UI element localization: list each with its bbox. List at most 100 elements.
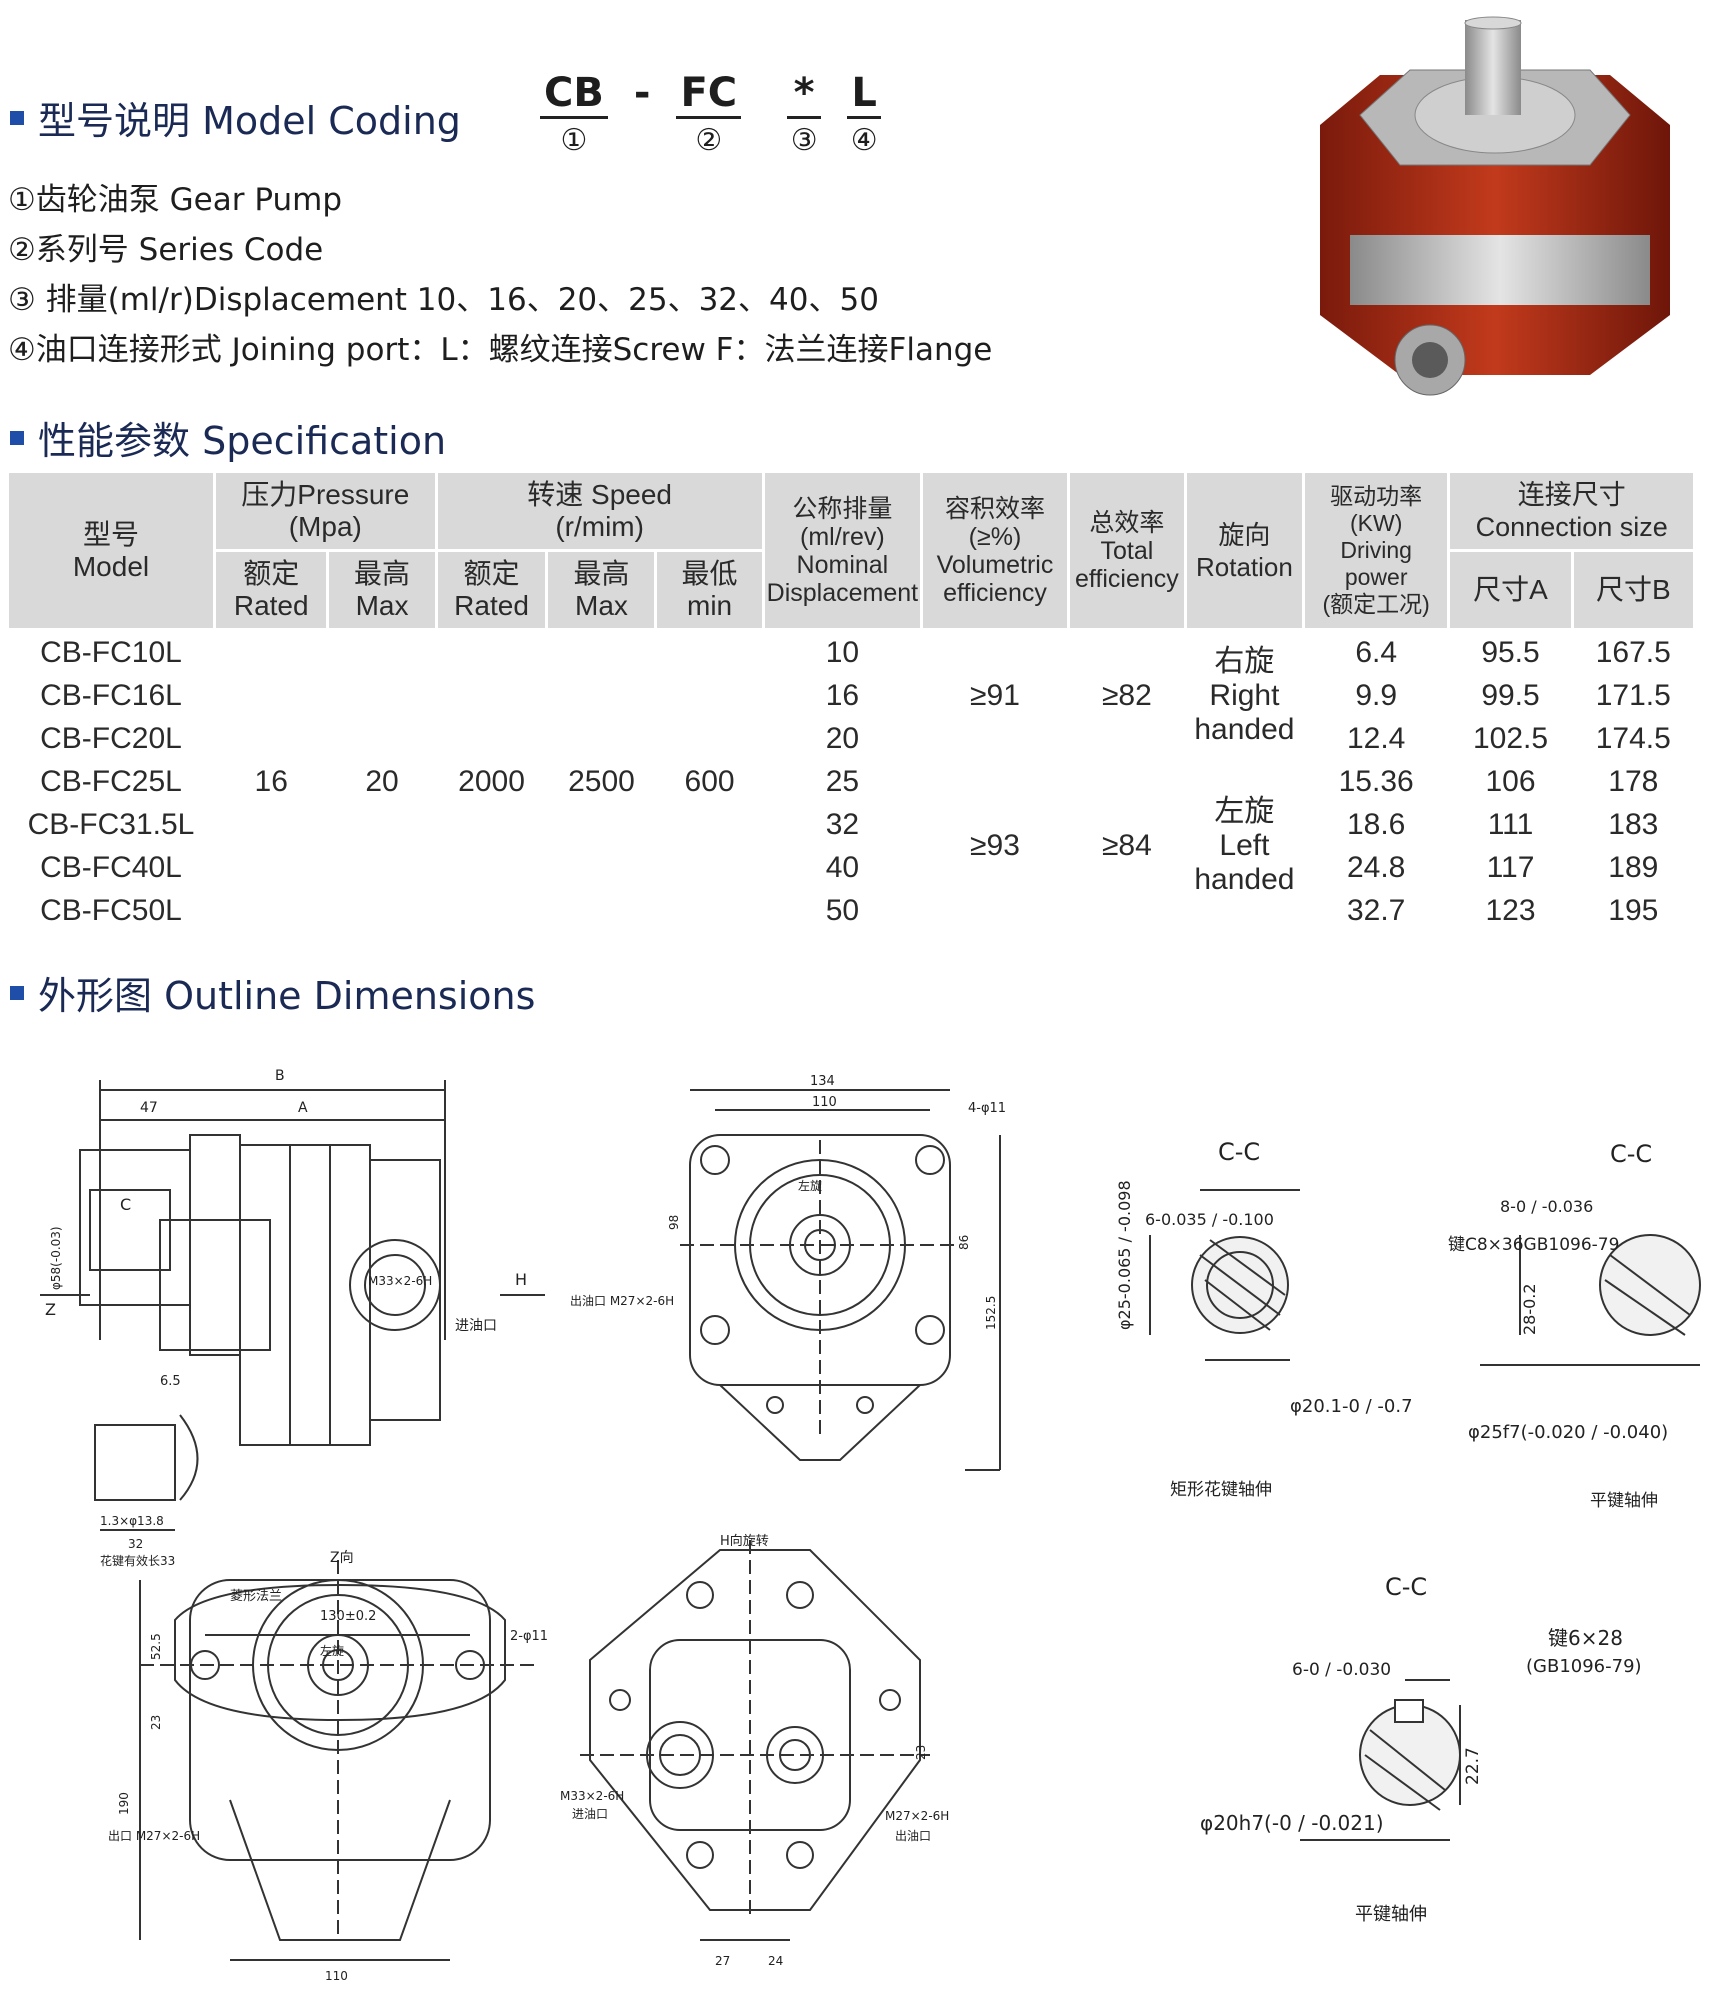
label-side-port: M33×2-6H	[368, 1274, 432, 1288]
cell-size-a: 117	[1486, 850, 1535, 884]
code-segment-num: ④	[850, 123, 878, 158]
cell-volumetric-large: ≥93	[970, 829, 1020, 862]
cell-size-a: 95.5	[1448, 629, 1573, 674]
label-cc1-od: φ25-0.065 / -0.098	[1115, 1180, 1134, 1330]
label-side-keylen: 花键有效长33	[100, 1553, 175, 1568]
table-row: CB-FC50L 50 32.7 123 195	[7, 889, 1695, 932]
label-f-525: 52.5	[149, 1633, 163, 1660]
table-row: CB-FC25L 25 ≥93 ≥84 左旋 Left handed 15.36…	[8, 760, 1695, 897]
label-cc2-dia: φ25f7(-0.020 / -0.040)	[1468, 1422, 1668, 1443]
outline-title: 外形图 Outline Dimensions	[10, 965, 535, 1020]
label-f-110: 110	[325, 1969, 348, 1983]
section-bullet-icon	[10, 985, 24, 1000]
cell-power: 12.4	[1303, 717, 1449, 760]
cell-size-a: 111	[1448, 803, 1573, 846]
cell-total-large: ≥84	[1101, 829, 1152, 862]
outline-drawings: B A 47 进油口 H Z M33×2-6H φ58(-0.03) 6.5 1…	[40, 1068, 1701, 1983]
coding-note: ②系列号 Series Code	[8, 232, 324, 268]
cell-rotation-right: 右旋 Right handed	[1185, 629, 1304, 760]
cell-speed-min: 600	[655, 629, 764, 932]
header-size-a: 尺寸A	[1447, 549, 1574, 631]
cell-model: CB-FC40L	[40, 850, 182, 884]
header-total: 总效率 Total efficiency	[1066, 470, 1187, 631]
label-b-inlet-port: M33×2-6H	[560, 1789, 624, 1803]
table-row: CB-FC40L 40 24.8 117 189	[8, 846, 1695, 889]
label-f-190: 190	[117, 1792, 131, 1815]
cell-power: 24.8	[1346, 850, 1406, 884]
header-connection: 连接尺寸 Connection size	[1447, 470, 1696, 552]
cell-model: CB-FC31.5L	[7, 803, 215, 846]
pump-band	[1350, 235, 1650, 305]
cell-displacement: 25	[825, 764, 860, 798]
cell-size-a: 99.5	[1481, 678, 1540, 712]
label-side-key: 1.3×φ13.8	[100, 1514, 164, 1528]
header-speed-rated: 额定 Rated	[434, 549, 549, 631]
cell-power: 18.6	[1303, 803, 1449, 846]
cell-power: 15.36	[1338, 764, 1414, 798]
label-f-130: 130±0.2	[320, 1609, 376, 1624]
header-speed: 转速 Speed (r/mim)	[434, 470, 765, 552]
code-segment-num: ②	[695, 123, 723, 158]
label-h-86: 86	[957, 1235, 971, 1250]
label-b-27: 27	[715, 1954, 730, 1968]
label-f-23: 23	[149, 1715, 163, 1730]
label-f-outlet: 出口 M27×2-6H	[108, 1829, 200, 1843]
label-f-holes: 2-φ11	[510, 1629, 548, 1644]
cell-speed-rated: 2000	[436, 629, 547, 932]
header-volumetric: 容积效率 (≥%) Volumetric efficiency	[920, 470, 1070, 631]
label-cc3-std: (GB1096-79)	[1526, 1656, 1642, 1677]
pump-port-hole	[1412, 342, 1448, 378]
label-b-23: 23	[914, 1745, 928, 1760]
cell-model: CB-FC16L	[40, 678, 182, 712]
model-coding-title: 型号说明 Model Coding	[10, 90, 461, 145]
label-cc1-title: C-C	[1218, 1138, 1260, 1166]
code-segment: CB ①	[540, 70, 608, 158]
label-cc1-caption: 矩形花键轴伸	[1170, 1480, 1272, 1500]
cell-power: 6.4	[1303, 629, 1449, 674]
label-side-inlet: 进油口	[455, 1318, 497, 1334]
header-speed-max: 最高 Max	[545, 549, 658, 631]
label-b-inlet: 进油口	[572, 1807, 608, 1821]
cc1-spline-drawing	[1149, 1189, 1300, 1361]
label-cc1-id: φ20.1-0 / -0.7	[1290, 1396, 1413, 1417]
label-cc2-title: C-C	[1610, 1140, 1652, 1168]
cell-volumetric-small: ≥91	[921, 629, 1069, 760]
cell-displacement: 32	[763, 803, 922, 846]
label-cc3-depth: 22.7	[1463, 1747, 1483, 1785]
label-cc3-caption: 平键轴伸	[1355, 1904, 1427, 1925]
cell-model: CB-FC25L	[40, 764, 182, 798]
code-dash: -	[633, 70, 651, 116]
label-h-98: 98	[667, 1215, 681, 1230]
cell-rotation-left: 左旋 Left handed	[1194, 795, 1295, 896]
cell-total-small: ≥82	[1068, 629, 1186, 760]
code-segment: * ③	[787, 70, 822, 158]
label-side-47: 47	[140, 1100, 158, 1116]
cell-pressure-max: 20	[327, 629, 437, 932]
outline-title-text: 外形图 Outline Dimensions	[38, 974, 536, 1018]
label-cc2-width: 8-0 / -0.036	[1500, 1197, 1593, 1216]
code-segment: L ④	[847, 70, 882, 158]
model-code: CB ① - FC ② * ③ L ④	[540, 70, 882, 158]
shaft-end	[1464, 16, 1522, 30]
spec-table: 型号 Model 压力Pressure (Mpa) 转速 Speed (r/mi…	[6, 470, 1697, 932]
cell-model: CB-FC20L	[7, 717, 215, 760]
coding-note: ③ 排量(ml/r)Displacement 10、16、20、25、32、40…	[8, 282, 879, 318]
cell-power: 9.9	[1355, 678, 1398, 712]
cell-size-b: 178	[1608, 764, 1659, 798]
label-cc3-dia: φ20h7(-0 / -0.021)	[1200, 1811, 1384, 1835]
section-bullet-icon	[10, 110, 24, 125]
header-speed-min: 最低 min	[654, 549, 765, 631]
table-row: CB-FC16L 16 9.9 99.5 171.5	[8, 674, 1695, 717]
label-b-24: 24	[768, 1954, 783, 1968]
label-h-caption: H向旋转	[720, 1533, 769, 1549]
cell-speed-max: 2500	[546, 629, 656, 932]
side-view-drawing	[40, 1080, 545, 1531]
coding-note: ④油口连接形式 Joining port：L：螺纹连接Screw F：法兰连接F…	[8, 332, 993, 368]
label-cc3-key: 键6×28	[1548, 1626, 1623, 1650]
label-h-outlet: 出油口 M27×2-6H	[570, 1294, 674, 1308]
header-size-b: 尺寸B	[1570, 549, 1697, 631]
code-segment-num: ①	[560, 123, 588, 158]
table-row: CB-FC20L 20 12.4 102.5 174.5	[7, 717, 1695, 760]
header-model: 型号 Model	[6, 470, 216, 631]
label-cc3-title: C-C	[1385, 1573, 1427, 1601]
